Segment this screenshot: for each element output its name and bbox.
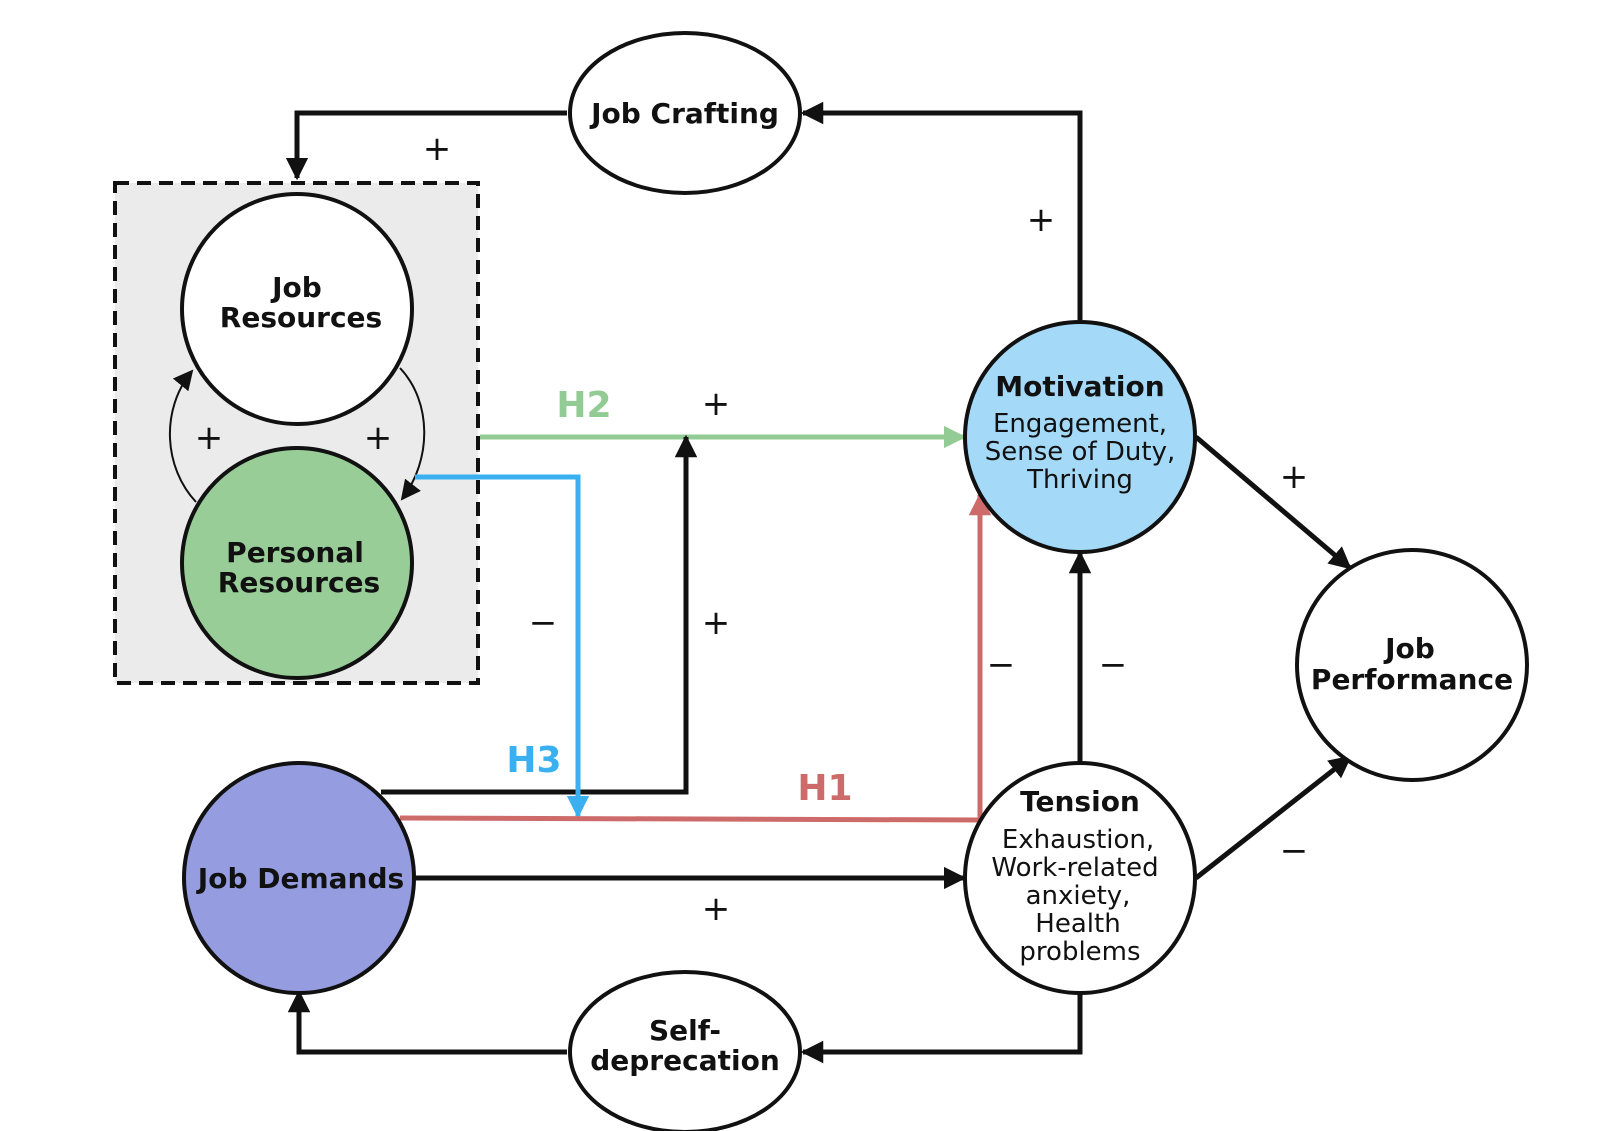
job-performance-node: Job Performance <box>1295 548 1529 782</box>
job-resources-node: Job Resources <box>180 192 414 426</box>
job-resources-label-line1: Job <box>270 271 322 304</box>
job-demands-label: Job Demands <box>196 862 404 895</box>
h3-label: H3 <box>506 740 561 781</box>
motivation-line1: Engagement, <box>993 409 1167 439</box>
sign-tension-to-performance: − <box>1280 831 1309 871</box>
job-resources-label-line2: Resources <box>220 301 382 334</box>
self-deprecation-label-line1: Self- <box>649 1014 721 1047</box>
motivation-line3: Thriving <box>1026 465 1133 495</box>
tension-line3: anxiety, <box>1026 881 1131 911</box>
tension-line5: problems <box>1019 937 1140 967</box>
personal-resources-label-line2: Resources <box>218 566 380 599</box>
tension-line4: Health <box>1035 909 1120 939</box>
motivation-node: Motivation Engagement, Sense of Duty, Th… <box>963 320 1197 554</box>
tension-line1: Exhaustion, <box>1002 825 1154 855</box>
edge-h3-personal-moderation <box>415 474 590 819</box>
tension-title: Tension <box>1020 785 1140 818</box>
h1-label: H1 <box>797 768 852 809</box>
sign-crafting-to-resources: + <box>423 129 452 169</box>
sign-demands-moderation: + <box>702 603 731 643</box>
edge-job-to-personal-resources <box>399 367 426 501</box>
self-deprecation-node: Self- deprecation <box>568 970 802 1131</box>
tension-line2: Work-related <box>991 853 1158 883</box>
self-deprecation-label-line2: deprecation <box>590 1044 780 1077</box>
edge-tension-to-performance <box>1194 755 1352 880</box>
tension-node: Tension Exhaustion, Work-related anxiety… <box>963 761 1197 995</box>
edge-motivation-to-crafting <box>800 101 1083 320</box>
personal-resources-label-line1: Personal <box>226 536 364 569</box>
job-performance-label-line2: Performance <box>1311 663 1513 696</box>
job-demands-node: Job Demands <box>182 761 416 995</box>
edge-h1-demands-to-motivation <box>399 492 992 823</box>
edge-selfdeprecation-to-demands <box>287 989 567 1055</box>
sign-motivation-to-crafting: + <box>1027 200 1056 240</box>
sign-tension-to-motivation: − <box>1099 645 1128 685</box>
job-performance-label-line1: Job <box>1383 632 1435 665</box>
sign-demands-to-tension: + <box>702 889 731 929</box>
sign-h1-to-motivation: − <box>987 645 1016 685</box>
motivation-line2: Sense of Duty, <box>985 437 1175 467</box>
sign-h3-moderation: − <box>529 603 558 643</box>
sign-job-to-personal-resources: + <box>364 418 393 458</box>
edge-motivation-to-performance <box>1194 435 1352 570</box>
motivation-title: Motivation <box>995 370 1164 403</box>
h2-label: H2 <box>556 385 611 426</box>
edge-personal-to-job-resources <box>168 369 197 503</box>
sign-h2-moderation: + <box>702 384 731 424</box>
sign-personal-to-job-resources: + <box>195 418 224 458</box>
job-crafting-node: Job Crafting <box>568 31 802 195</box>
edge-demands-moderation <box>381 434 698 795</box>
edge-tension-to-selfdeprecation <box>800 993 1083 1064</box>
personal-resources-node: Personal Resources <box>180 446 414 680</box>
sign-motivation-to-performance: + <box>1280 457 1309 497</box>
edge-crafting-to-resources <box>285 110 567 181</box>
job-crafting-label: Job Crafting <box>589 97 779 130</box>
